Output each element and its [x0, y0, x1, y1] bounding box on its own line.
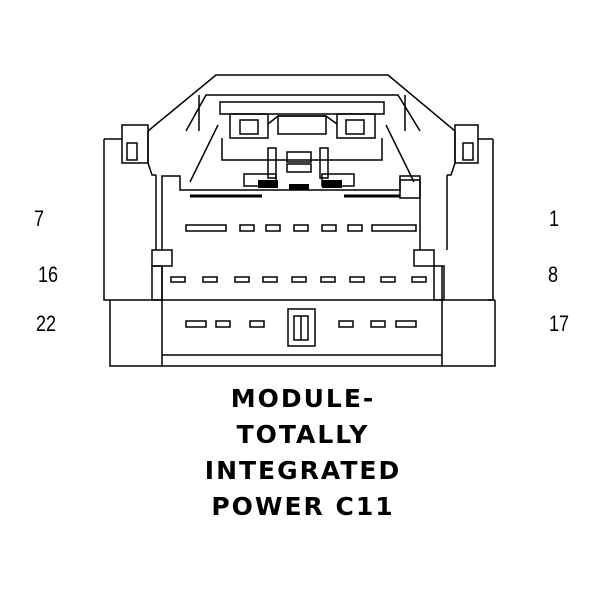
pin-number-label: 17 — [549, 311, 570, 336]
caption-line: TOTALLY — [236, 420, 370, 449]
right-latch-ear — [446, 124, 479, 250]
connector-caption: MODULE- TOTALLY INTEGRATED POWER C11 — [0, 381, 606, 525]
pin-row-middle — [170, 276, 427, 283]
pin-number-label: 1 — [549, 206, 560, 231]
caption-line: MODULE- — [230, 384, 376, 413]
pin-number-label: 8 — [548, 262, 559, 287]
connector-housing — [103, 74, 496, 367]
caption-line: INTEGRATED — [204, 456, 402, 485]
pin-cavity-face — [151, 175, 445, 356]
pin-number-label: 16 — [38, 262, 59, 287]
pin-number-label: 22 — [36, 311, 57, 336]
caption-line: POWER C11 — [211, 492, 395, 521]
polarizing-key — [287, 308, 316, 347]
pin-number-label: 7 — [34, 206, 45, 231]
pin-row-bottom — [185, 320, 417, 328]
left-latch-ear — [121, 124, 157, 250]
top-latch-mechanism — [189, 101, 415, 190]
pin-row-top — [185, 224, 417, 232]
